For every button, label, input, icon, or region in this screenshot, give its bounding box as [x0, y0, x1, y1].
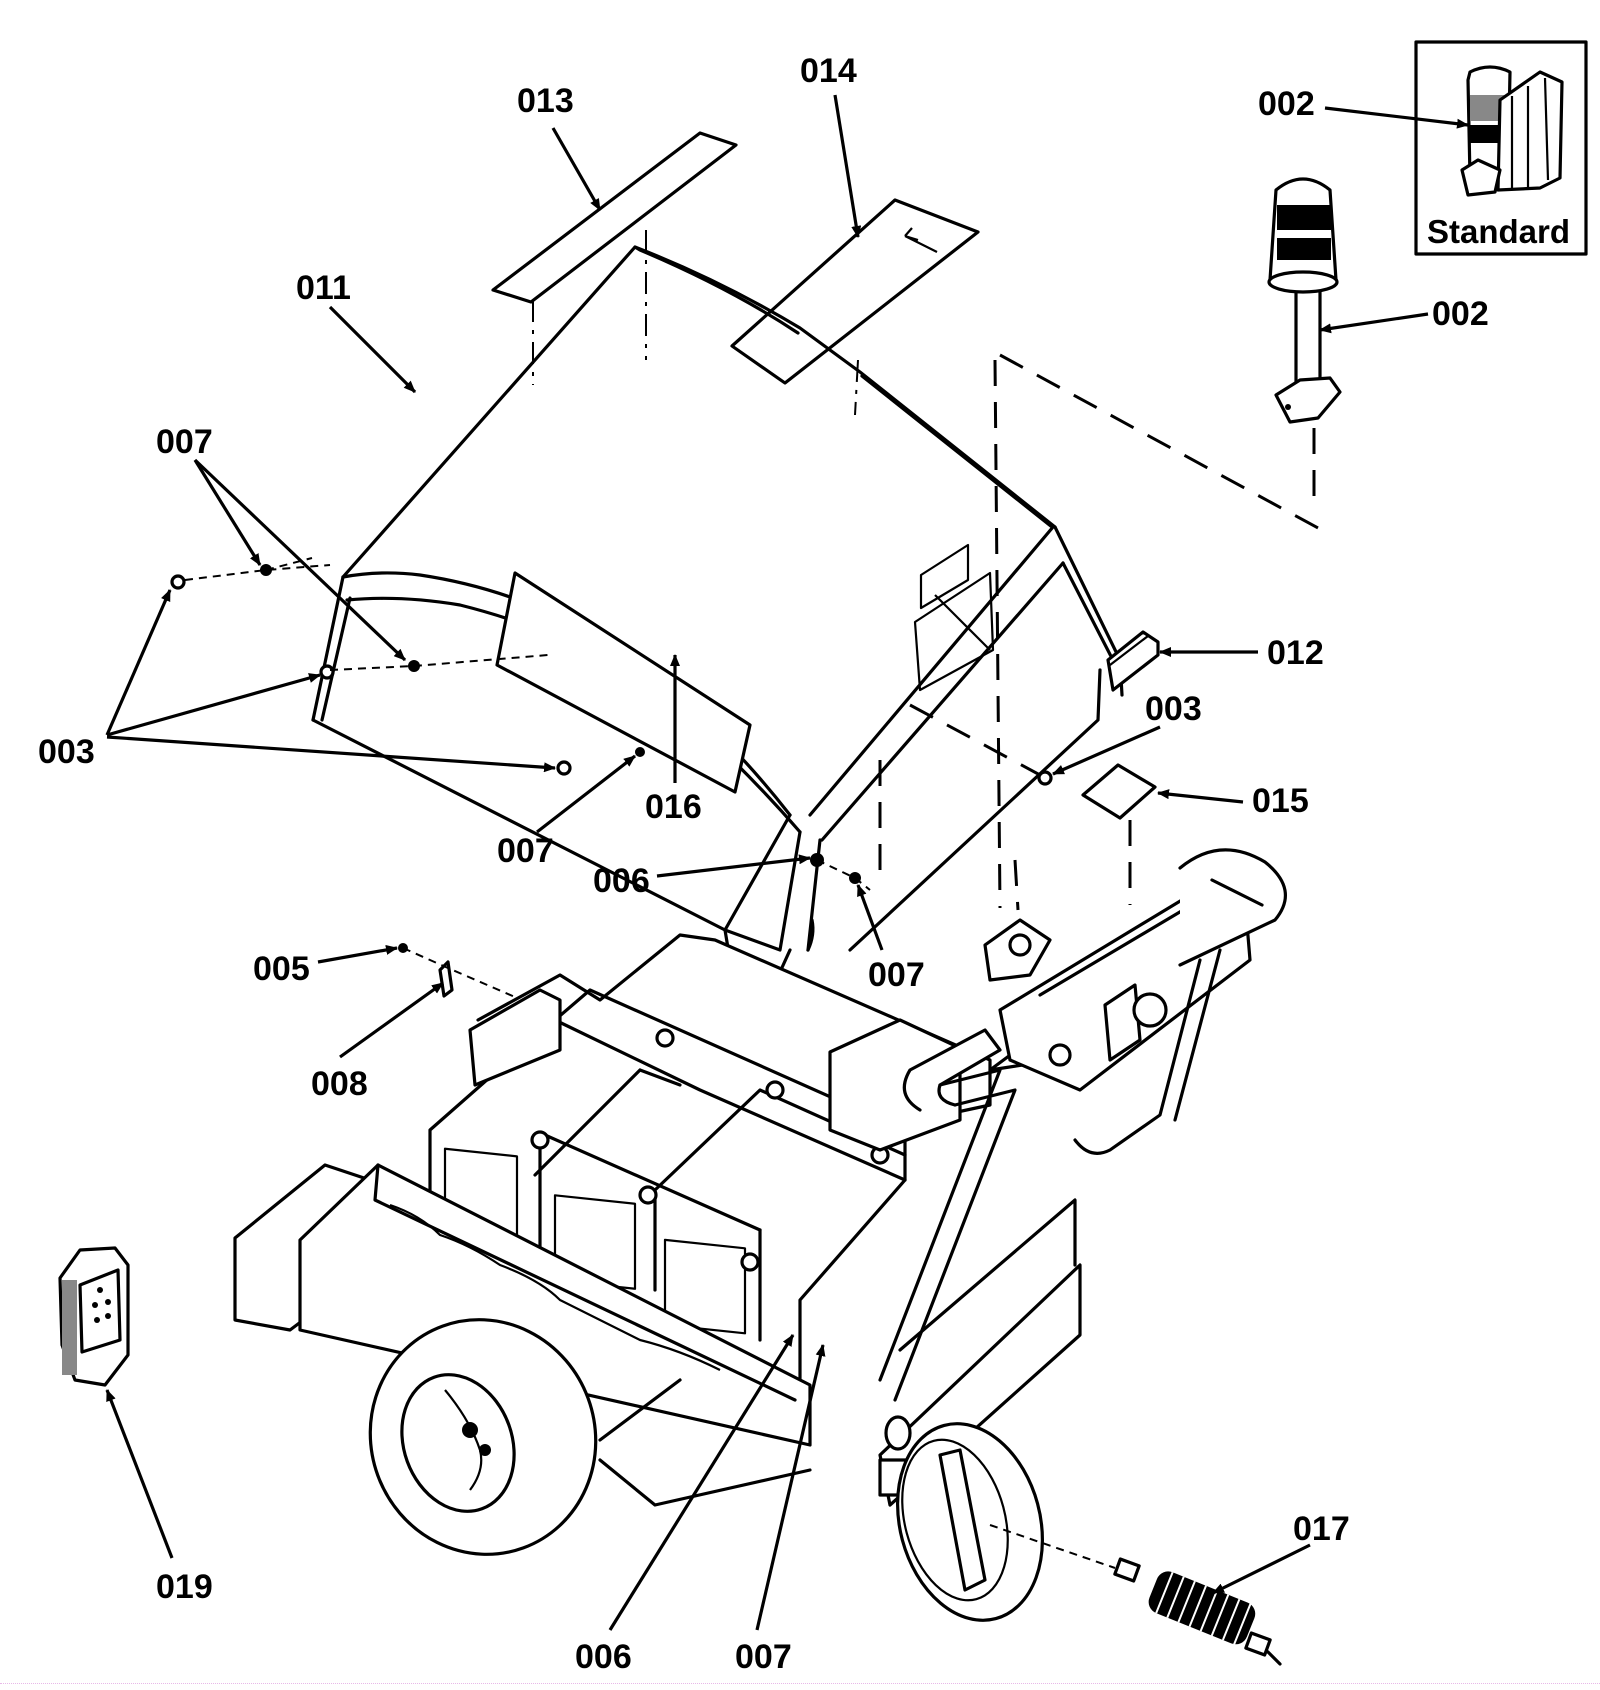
leader-arrow	[105, 589, 172, 736]
callout-013: 013	[517, 82, 574, 120]
leader-arrow	[193, 459, 262, 566]
leader-arrow	[1157, 789, 1244, 804]
callout-019: 019	[156, 1568, 213, 1606]
leader-arrow	[106, 673, 321, 737]
bracket-012	[1106, 630, 1160, 692]
standard-beacon-icon	[1460, 65, 1564, 197]
leader-arrow	[536, 754, 636, 834]
leader-arrow	[339, 981, 444, 1059]
screw-003	[1037, 770, 1053, 786]
screw-003	[170, 574, 186, 590]
callout-007: 007	[497, 832, 554, 870]
screw-003	[556, 760, 572, 776]
callout-006: 006	[575, 1638, 632, 1676]
callout-003: 003	[38, 733, 95, 771]
leader-arrow	[833, 94, 862, 238]
callout-017: 017	[1293, 1510, 1350, 1548]
callout-011: 011	[296, 269, 351, 307]
label-plate-015	[1081, 763, 1157, 820]
hardware	[170, 557, 1132, 1011]
alignment-line	[993, 359, 1002, 909]
nut-007	[635, 747, 645, 757]
callout-007: 007	[735, 1638, 792, 1676]
callout-labels: 002 002 013 014 011 007 003 016 007 012 …	[38, 52, 1489, 1676]
callout-007: 007	[868, 956, 925, 994]
callout-003: 003	[1145, 690, 1202, 728]
alignment-line	[999, 353, 1319, 530]
callout-012: 012	[1267, 634, 1324, 672]
decal-arrow-014	[730, 198, 980, 385]
arrow-decal-glyph	[904, 227, 938, 253]
leader-arrows	[105, 94, 1469, 1631]
leader-arrow	[193, 458, 407, 662]
callout-008: 008	[311, 1065, 368, 1103]
inset-caption: Standard	[1427, 213, 1570, 250]
leader-arrow	[608, 1334, 795, 1631]
leader-arrow	[328, 305, 417, 394]
decal-strip-013	[491, 131, 738, 304]
leader-arrow	[1324, 106, 1469, 129]
page-bottom-rule	[0, 1683, 1600, 1684]
leader-arrow	[1212, 1543, 1311, 1595]
callout-007: 007	[156, 423, 213, 461]
inset-frame	[1414, 40, 1588, 256]
side-decal-016	[495, 571, 752, 794]
callout-014: 014	[800, 52, 857, 90]
beacon-mast	[1267, 177, 1342, 424]
callout-002: 002	[1258, 85, 1315, 123]
leader-arrow	[1319, 312, 1429, 334]
cart-chassis	[233, 933, 1082, 1507]
caster-wheel	[896, 1422, 1044, 1622]
remote-control-019	[58, 1246, 130, 1387]
leader-arrow	[551, 127, 602, 211]
cover-011	[311, 245, 1124, 974]
callout-006: 006	[593, 862, 650, 900]
screw-003	[319, 664, 335, 680]
leader-arrow	[1052, 725, 1161, 776]
callout-015: 015	[1252, 782, 1309, 820]
leader-arrow	[856, 884, 884, 951]
tow-handle	[878, 848, 1287, 1402]
leader-arrow	[755, 1344, 826, 1631]
callout-016: 016	[645, 788, 702, 826]
standard-inset: Standard	[1414, 40, 1588, 256]
leader-arrow	[656, 854, 811, 878]
callout-005: 005	[253, 950, 310, 988]
leader-arrow	[106, 735, 556, 773]
drive-wheel	[368, 1318, 598, 1556]
callout-002: 002	[1432, 295, 1489, 333]
power-cord-017	[989, 1524, 1282, 1666]
leader-arrow	[317, 944, 398, 964]
leader-arrow	[105, 1389, 174, 1559]
